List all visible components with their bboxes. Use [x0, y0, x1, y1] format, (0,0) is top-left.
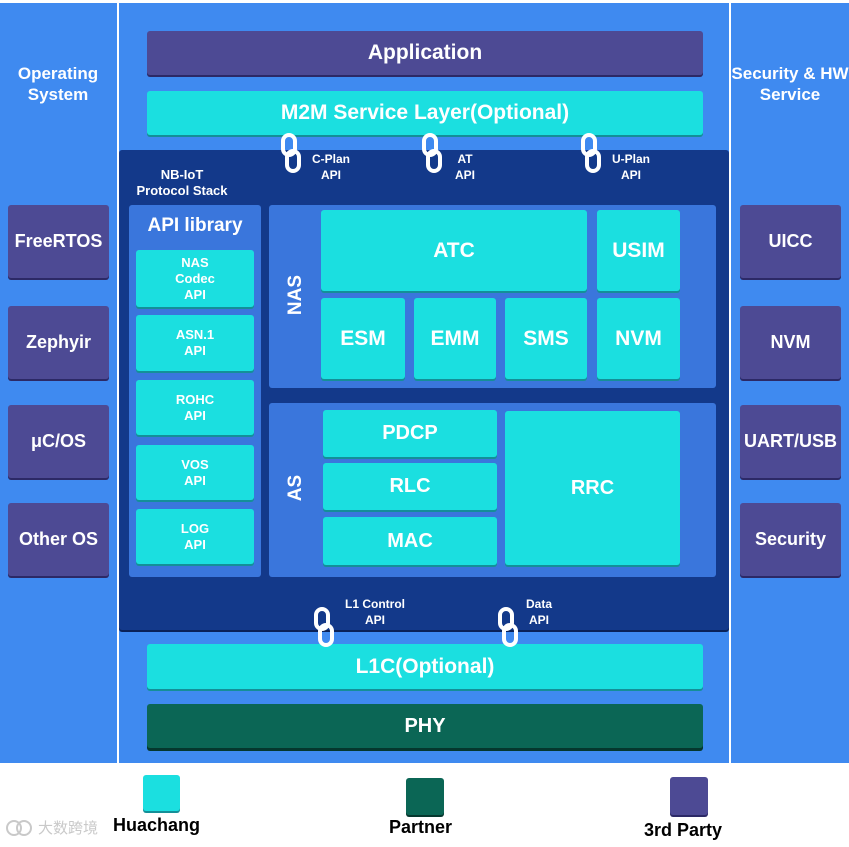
data-api-label-line2: API [528, 613, 549, 627]
legend-swatch-partner [406, 778, 444, 815]
legend-label-huachang: Huachang [113, 815, 201, 835]
api-item-log-line1: LOG [180, 520, 210, 536]
l1-control-api-connector: L1 Control API [313, 594, 423, 650]
as-panel: AS PDCP RLC MAC RRC [269, 403, 716, 577]
at-api-label-line1: AT [457, 152, 473, 166]
rrc-box: RRC [505, 411, 680, 565]
u-plan-api-label-line1: U-Plan [611, 152, 650, 166]
os-item-other-os: Other OS [8, 503, 109, 576]
c-plan-api-label: C-Plan API [298, 151, 364, 183]
at-api-label: AT API [443, 151, 487, 183]
u-plan-api-connector: U-Plan API [580, 132, 670, 186]
api-item-nas-codec-line2: Codec [175, 270, 215, 286]
api-item-vos-line1: VOS [181, 456, 209, 472]
usim-box: USIM [597, 210, 680, 291]
phy-box: PHY [147, 704, 703, 748]
data-link-icon [498, 607, 518, 647]
l1-control-api-label: L1 Control API [329, 596, 421, 628]
api-item-nas-codec-line3: API [184, 286, 206, 302]
stack-title-line2: Protocol Stack [136, 183, 228, 198]
legend-label-partner: Partner [389, 817, 453, 837]
api-library-panel: API library NAS Codec API ASN.1 API ROHC… [129, 205, 261, 577]
as-label-wrap: AS [274, 473, 318, 503]
security-hw-column: Security & HW Service UICC NVM UART/USB … [731, 3, 849, 763]
u-plan-api-label-line2: API [620, 168, 641, 182]
l1-control-api-label-line1: L1 Control [345, 597, 405, 611]
api-library-title: API library [147, 215, 243, 236]
api-item-log-line2: API [184, 536, 206, 552]
api-item-rohc-line2: API [184, 407, 206, 423]
operating-system-title: Operating System [17, 64, 99, 104]
as-label: AS [285, 474, 306, 502]
rlc-box: RLC [323, 463, 497, 510]
u-plan-api-label: U-Plan API [598, 151, 664, 183]
mac-box: MAC [323, 517, 497, 565]
api-item-nas-codec-line1: NAS [181, 254, 209, 270]
l1c-box: L1C(Optional) [147, 644, 703, 689]
center-column: Application M2M Service Layer(Optional) … [119, 3, 729, 763]
api-item-vos-line2: API [184, 472, 206, 488]
api-item-log: LOG API [136, 509, 254, 564]
data-api-label: Data API [517, 596, 561, 628]
os-item-zephyir: Zephyir [8, 306, 109, 379]
os-item-ucos: μC/OS [8, 405, 109, 478]
api-item-vos: VOS API [136, 445, 254, 500]
hw-item-nvm: NVM [740, 306, 841, 379]
stack-title: NB-IoT Protocol Stack [119, 167, 245, 199]
nas-panel: NAS ATC USIM ESM EMM SMS NVM [269, 205, 716, 388]
emm-box: EMM [414, 298, 496, 379]
pdcp-box: PDCP [323, 410, 497, 457]
data-api-label-line1: Data [525, 597, 552, 611]
security-hw-title: Security & HW Service [731, 64, 849, 104]
atc-box: ATC [321, 210, 587, 291]
l1-control-link-icon [314, 607, 334, 647]
u-plan-link-icon [581, 133, 601, 173]
legend-label-3rd-party: 3rd Party [644, 820, 723, 840]
at-link-icon [422, 133, 442, 173]
nvm-nas-box: NVM [597, 298, 680, 379]
esm-box: ESM [321, 298, 405, 379]
stack-title-line1: NB-IoT [160, 167, 204, 182]
c-plan-api-label-line2: API [320, 168, 341, 182]
legend-swatch-huachang [143, 775, 180, 811]
legend-swatch-3rd-party [670, 777, 708, 815]
api-item-asn1: ASN.1 API [136, 315, 254, 371]
c-plan-api-connector: C-Plan API [280, 132, 370, 186]
api-item-asn1-line2: API [184, 343, 206, 358]
hw-item-security: Security [740, 503, 841, 576]
api-item-asn1-line1: ASN.1 [175, 327, 215, 342]
watermark-logo-icon [6, 819, 32, 836]
m2m-service-layer-box: M2M Service Layer(Optional) [147, 91, 703, 135]
watermark-text: 大数跨境 [38, 819, 99, 837]
data-api-connector: Data API [497, 594, 577, 650]
nb-iot-protocol-stack: NB-IoT Protocol Stack API library NAS Co… [119, 150, 729, 630]
api-item-nas-codec: NAS Codec API [136, 250, 254, 307]
application-box: Application [147, 31, 703, 75]
api-item-rohc-line1: ROHC [175, 391, 215, 407]
nas-label-wrap: NAS [274, 275, 318, 315]
l1-control-api-label-line2: API [364, 613, 385, 627]
nas-label: NAS [285, 274, 306, 316]
hw-item-uicc: UICC [740, 205, 841, 278]
hw-item-uart-usb: UART/USB [740, 405, 841, 478]
api-item-rohc: ROHC API [136, 380, 254, 435]
at-api-connector: AT API [421, 132, 491, 186]
watermark: 大数跨境 [4, 817, 98, 838]
os-item-freertos: FreeRTOS [8, 205, 109, 278]
at-api-label-line2: API [454, 168, 475, 182]
sms-box: SMS [505, 298, 587, 379]
c-plan-api-label-line1: C-Plan [311, 152, 350, 166]
operating-system-column: Operating System FreeRTOS Zephyir μC/OS … [0, 3, 117, 763]
c-plan-link-icon [281, 133, 301, 173]
